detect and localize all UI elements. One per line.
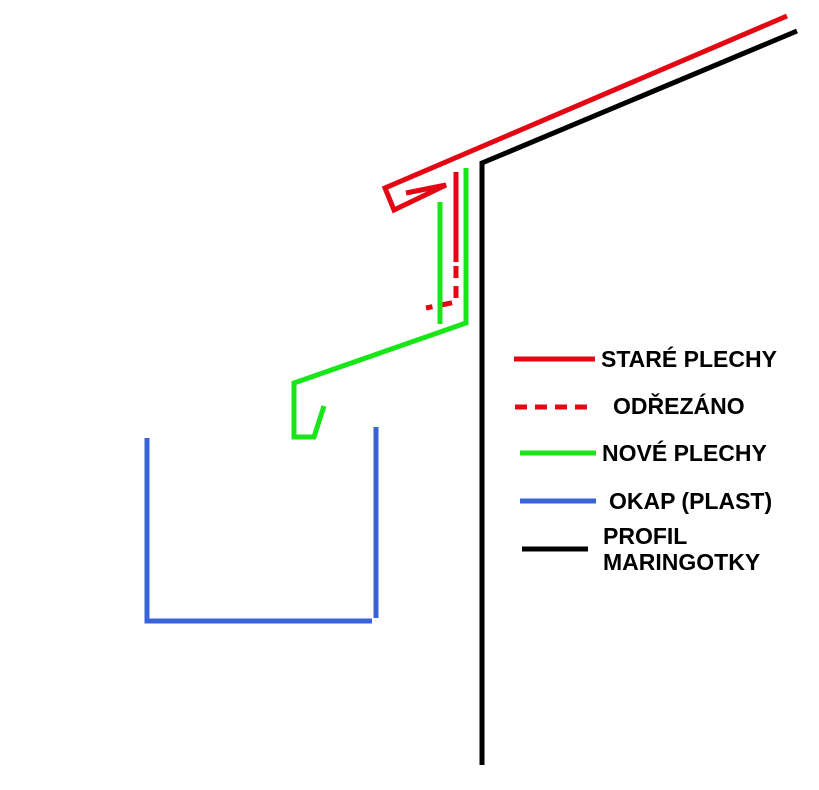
legend-label-gutter: OKAP (PLAST) (609, 488, 773, 514)
legend-label-trailer-profile: PROFIL MARINGOTKY (603, 523, 761, 575)
new-sheet-drip-edge (291, 168, 469, 440)
old-sheet-roof-line (381, 13, 788, 214)
gutter-outline (144, 438, 372, 624)
cut-off-dashed-line (425, 266, 459, 311)
legend-label-old-sheets: STARÉ PLECHY (601, 346, 777, 372)
legend-label-cut-off: ODŘEZÁNO (613, 393, 745, 419)
legend-label-new-sheets: NOVÉ PLECHY (602, 440, 767, 466)
trailer-profile-line (479, 28, 798, 765)
